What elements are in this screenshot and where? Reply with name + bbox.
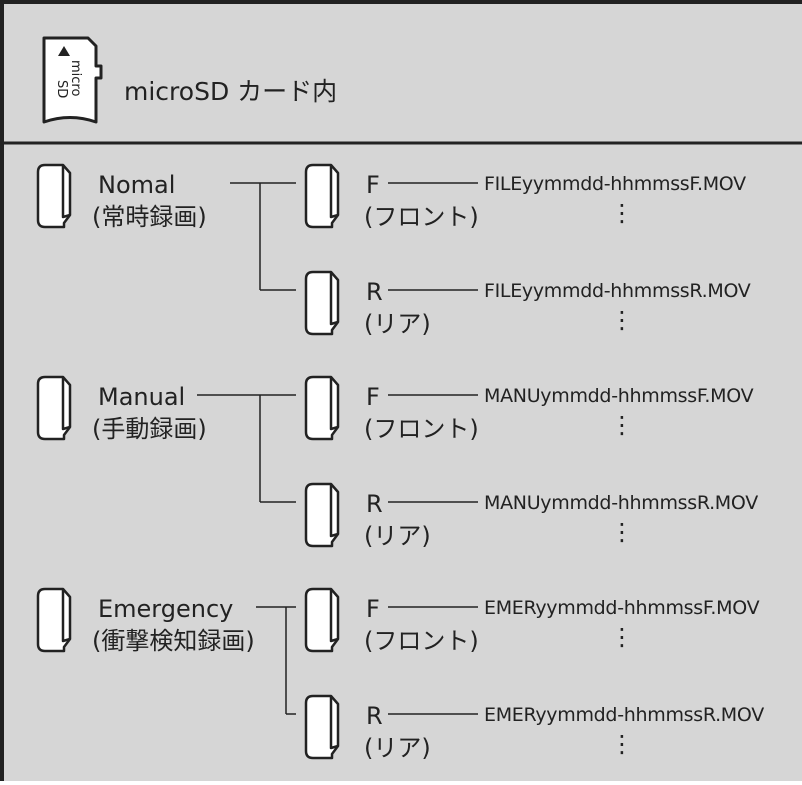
group-1-child-1-name: R bbox=[366, 490, 383, 518]
group-1-child-0-name: F bbox=[366, 383, 380, 411]
group-2-name: Emergency bbox=[98, 595, 233, 623]
group-0-folder-icon bbox=[36, 163, 72, 229]
sd-card-label-micro: micro bbox=[68, 60, 83, 96]
group-1-child-0-file-name: MANUymmdd-hhmmssF.MOV bbox=[484, 385, 754, 407]
group-1-child-1-subtitle: (リア) bbox=[364, 522, 431, 550]
group-0-child-0-folder-icon-body bbox=[304, 163, 340, 229]
group-0-child-0-file-name: FILEyymmdd-hhmmssF.MOV bbox=[484, 173, 746, 195]
group-1-child-1-folder-icon-flap bbox=[329, 484, 339, 538]
group-0-folder-icon-body bbox=[36, 163, 72, 229]
diagram-title: microSD カード内 bbox=[124, 77, 337, 106]
group-2-child-0-folder-icon-flap bbox=[329, 589, 339, 643]
microsd-card-icon: micro SD bbox=[42, 36, 103, 124]
group-2-child-1-file-name: EMERyymmdd-hhmmssR.MOV bbox=[484, 704, 764, 726]
group-1-folder-icon-flap bbox=[61, 377, 71, 431]
group-0-child-1-name: R bbox=[366, 278, 383, 306]
group-0-folder-icon-flap bbox=[61, 165, 71, 219]
group-1-child-1-folder-icon bbox=[304, 482, 340, 548]
group-2-child-1-folder-icon bbox=[304, 694, 340, 760]
group-1-child-1-file-name: MANUymmdd-hhmmssR.MOV bbox=[484, 492, 758, 514]
group-0-child-1-folder-icon bbox=[304, 270, 340, 336]
group-0-child-1-subtitle: (リア) bbox=[364, 310, 431, 338]
group-2-child-1-folder-icon-flap bbox=[329, 696, 339, 750]
group-2-child-0-file-name: EMERyymmdd-hhmmssF.MOV bbox=[484, 597, 760, 619]
group-2-child-0-folder-icon bbox=[304, 587, 340, 653]
group-0-child-0-subtitle: (フロント) bbox=[364, 203, 479, 231]
group-0-child-1-folder-icon-body bbox=[304, 270, 340, 336]
group-1-child-0-folder-icon-body bbox=[304, 375, 340, 441]
group-1-name: Manual bbox=[98, 383, 185, 411]
group-0-child-1-more-indicator: ⋮ bbox=[610, 306, 634, 334]
group-2-folder-icon-flap bbox=[61, 589, 71, 643]
group-0-name: Nomal bbox=[98, 171, 175, 199]
group-0-child-1-folder-icon-flap bbox=[329, 272, 339, 326]
group-2-folder-icon bbox=[36, 587, 72, 653]
group-1-child-1-more-indicator: ⋮ bbox=[610, 518, 634, 546]
group-1-child-0-folder-icon-flap bbox=[329, 377, 339, 431]
group-0-child-0-folder-icon-flap bbox=[329, 165, 339, 219]
group-2-folder-icon-body bbox=[36, 587, 72, 653]
group-2-child-1-subtitle: (リア) bbox=[364, 734, 431, 762]
group-2-child-0-name: F bbox=[366, 595, 380, 623]
group-1-folder-icon-body bbox=[36, 375, 72, 441]
group-1-folder-icon bbox=[36, 375, 72, 441]
group-1-child-0-folder-icon bbox=[304, 375, 340, 441]
group-2-subtitle: (衝撃検知録画) bbox=[92, 627, 255, 655]
sd-card-label-sd: SD bbox=[54, 80, 69, 98]
group-2-child-1-more-indicator: ⋮ bbox=[610, 730, 634, 758]
group-2-child-1-folder-icon-body bbox=[304, 694, 340, 760]
group-0-child-0-more-indicator: ⋮ bbox=[610, 199, 634, 227]
group-1-child-0-more-indicator: ⋮ bbox=[610, 411, 634, 439]
group-0-child-0-folder-icon bbox=[304, 163, 340, 229]
folder-tree: Nomal(常時録画)F(フロント)FILEyymmdd-hhmmssF.MOV… bbox=[36, 163, 765, 762]
group-1-child-1-folder-icon-body bbox=[304, 482, 340, 548]
group-0-child-0-name: F bbox=[366, 171, 380, 199]
group-2-child-0-more-indicator: ⋮ bbox=[610, 623, 634, 651]
group-2-child-1-name: R bbox=[366, 702, 383, 730]
group-1-subtitle: (手動録画) bbox=[92, 415, 207, 443]
group-0-subtitle: (常時録画) bbox=[92, 203, 207, 231]
group-2-child-0-subtitle: (フロント) bbox=[364, 627, 479, 655]
group-2-child-0-folder-icon-body bbox=[304, 587, 340, 653]
group-0-child-1-file-name: FILEyymmdd-hhmmssR.MOV bbox=[484, 280, 751, 302]
group-1-child-0-subtitle: (フロント) bbox=[364, 415, 479, 443]
